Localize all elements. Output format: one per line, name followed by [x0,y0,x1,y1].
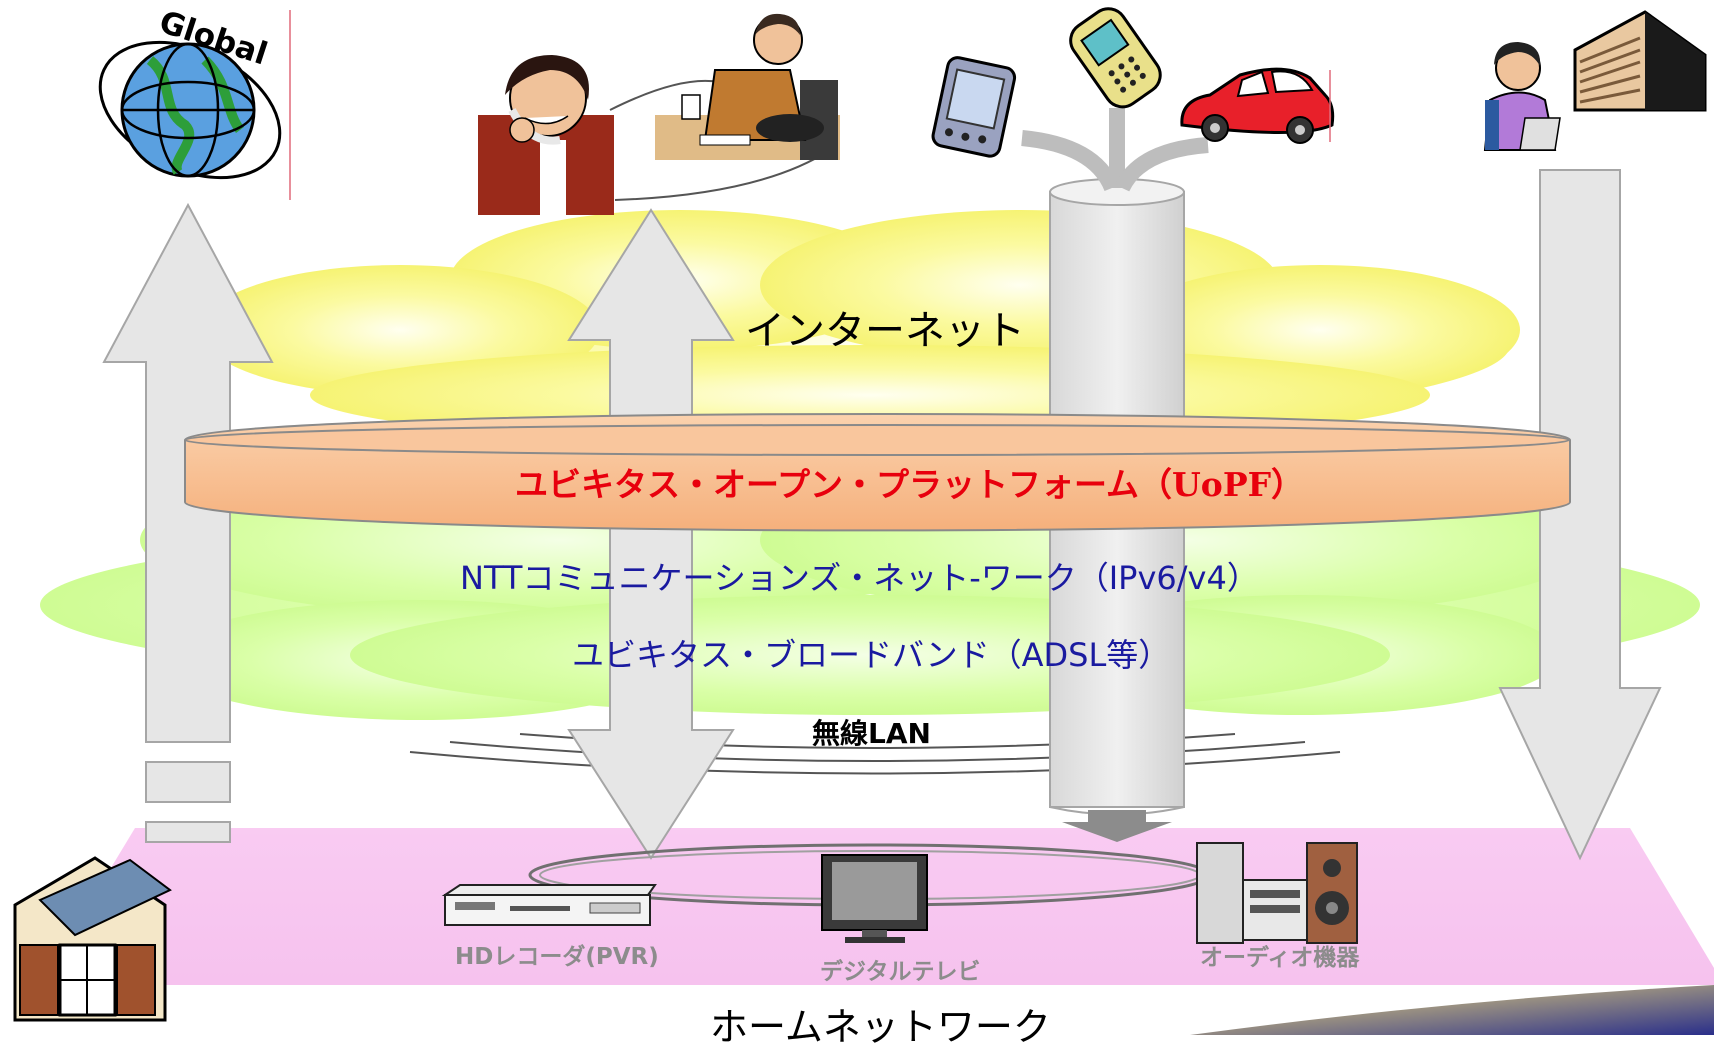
audio-system-icon [1196,842,1358,944]
wireless-lan-label: 無線LAN [812,717,931,750]
internet-label: インターネット [745,308,1025,354]
office-building-icon [1573,10,1707,112]
globe-icon [98,40,282,180]
man-phone-icon [655,13,840,160]
house-icon [13,856,172,1022]
tv-icon [821,854,928,943]
hd-recorder-icon [441,884,657,926]
hd-recorder-label: HDレコーダ(PVR) [455,944,659,970]
ntt-network-label: NTTコミュニケーションズ・ネット-ワーク（IPv6/v4） [460,559,1259,597]
cellphone-icon [1069,7,1162,109]
home-network-label: ホームネットワーク [710,1005,1051,1049]
ubiquitous-broadband-label: ユビキタス・ブロードバンド（ADSL等） [572,636,1171,674]
car-icon [1180,67,1335,144]
corner-swoosh-decoration [1190,985,1714,1035]
device-branch-arrows [1021,108,1209,192]
uopf-label: ユビキタス・オープン・プラットフォーム（UoPF） [515,465,1305,504]
pda-icon [931,56,1017,158]
cylinder-down-arrow [1062,810,1172,842]
audio-label: オーディオ機器 [1200,945,1360,971]
enterprise-down-arrow [1498,169,1662,861]
uopf-band [184,412,1571,532]
digital-tv-label: デジタルテレビ [820,959,981,985]
woman-phone-icon [478,55,614,215]
operator-icon [1483,42,1561,151]
